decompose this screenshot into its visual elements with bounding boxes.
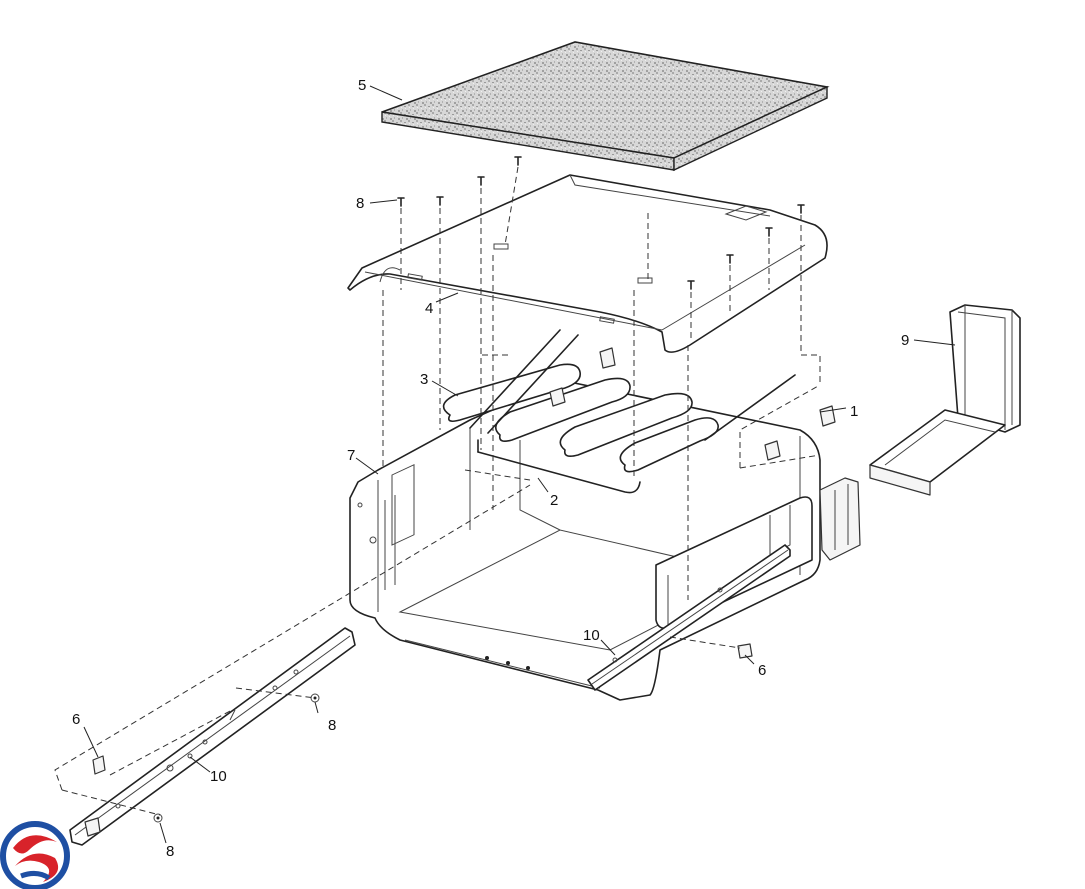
rail-stops: [92, 643, 753, 775]
callout-1: 1: [850, 403, 858, 420]
callout-10-left: 10: [210, 768, 227, 785]
element-rod: [477, 374, 796, 494]
callout-3: 3: [420, 371, 428, 388]
callout-10-right: 10: [583, 627, 600, 644]
insulation-pad: [381, 41, 830, 172]
assembly-lines: [54, 166, 821, 816]
left-rail: [69, 627, 356, 846]
callout-9: 9: [901, 332, 909, 349]
heating-element: [442, 329, 719, 473]
oven-cavity: [349, 379, 861, 701]
callout-5: 5: [358, 77, 366, 94]
callout-6-right: 6: [758, 662, 766, 679]
callout-8-mid: 8: [328, 717, 336, 734]
callout-labels: 5 8 4 3 1 2 7 9 6 10 8 6 10 8: [72, 77, 909, 860]
side-panel: [869, 304, 1021, 496]
leader-lines: [83, 85, 956, 844]
callout-8-bottom: 8: [166, 843, 174, 860]
callout-2: 2: [550, 492, 558, 509]
swirl-logo-icon: [0, 821, 70, 889]
top-cover: [347, 174, 828, 353]
callout-7: 7: [347, 447, 355, 464]
cover-screws: [397, 156, 805, 290]
callout-6-left: 6: [72, 711, 80, 728]
callout-4: 4: [425, 300, 433, 317]
callout-8-top: 8: [356, 195, 364, 212]
right-rail: [587, 544, 791, 691]
